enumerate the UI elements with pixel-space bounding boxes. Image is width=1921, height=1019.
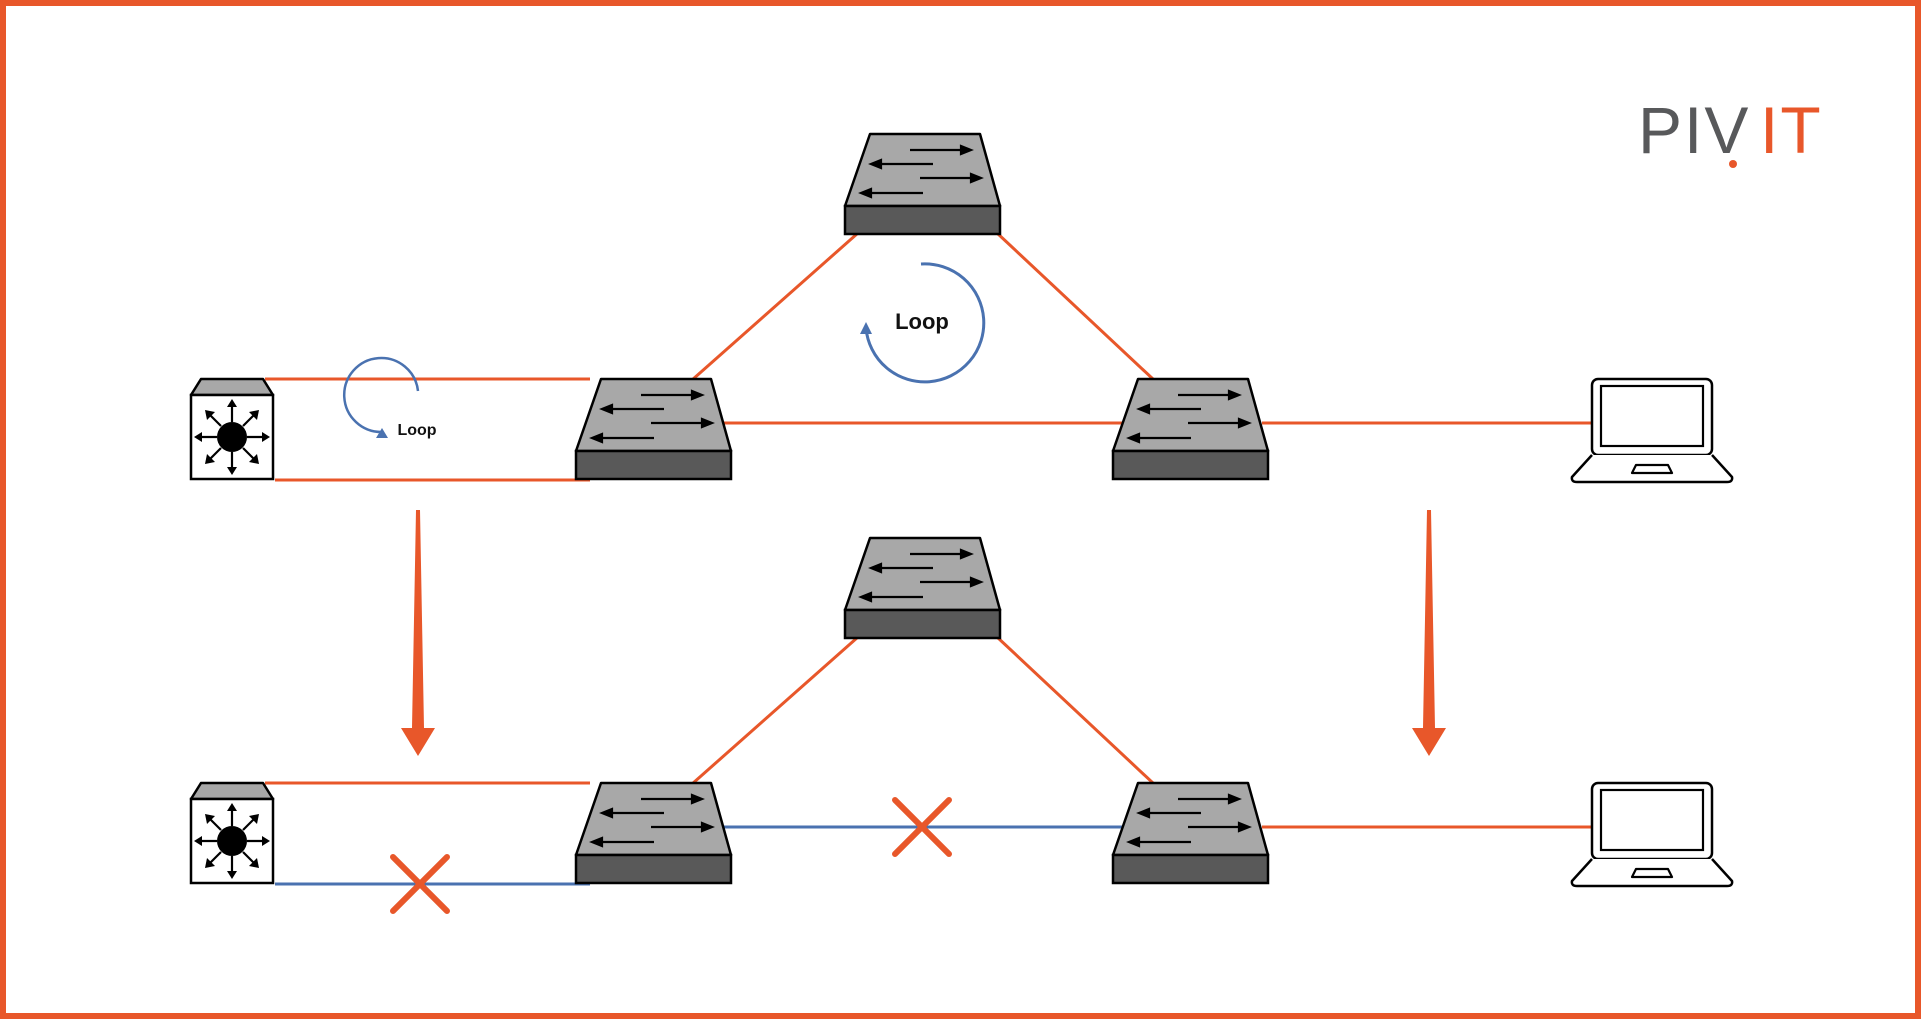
- multilayer-switch-icon: [189, 781, 275, 885]
- switch-icon-left: [574, 377, 733, 481]
- loop-label-small: Loop: [397, 422, 436, 439]
- down-arrow-left: [401, 510, 435, 756]
- bottom-links: [265, 635, 1592, 886]
- loop-arrowhead-small: [376, 428, 388, 438]
- logo-text-suffix: IT: [1760, 93, 1823, 167]
- link-switch-left-switch-top-active: [691, 635, 859, 786]
- switch-icon-right: [1111, 377, 1270, 481]
- loop-indicator-large: Loop: [860, 262, 986, 384]
- laptop-icon: [1570, 377, 1734, 484]
- switch-icon-left: [574, 781, 733, 885]
- down-arrow-right: [1412, 510, 1446, 756]
- laptop-icon: [1570, 781, 1734, 888]
- logo-accent-dot: [1729, 160, 1737, 168]
- multilayer-switch-icon: [189, 377, 275, 481]
- link-switch-top-switch-right-active: [995, 635, 1156, 786]
- top-links: [265, 231, 1592, 482]
- link-switch-top-switch-right: [995, 231, 1156, 382]
- loop-indicator-small: Loop: [342, 356, 437, 439]
- loop-arrowhead-large: [860, 322, 872, 334]
- loop-label-large: Loop: [895, 309, 949, 334]
- switch-icon-top: [843, 536, 1002, 640]
- switch-icon-right: [1111, 781, 1270, 885]
- panel-before-stp: Loop Loop: [189, 132, 1734, 484]
- logo-text-prefix: PIV: [1638, 93, 1750, 167]
- panel-after-stp: [189, 536, 1734, 911]
- pivit-logo: PIV IT: [1638, 93, 1823, 168]
- link-switch-left-switch-top: [691, 231, 859, 382]
- switch-icon-top: [843, 132, 1002, 236]
